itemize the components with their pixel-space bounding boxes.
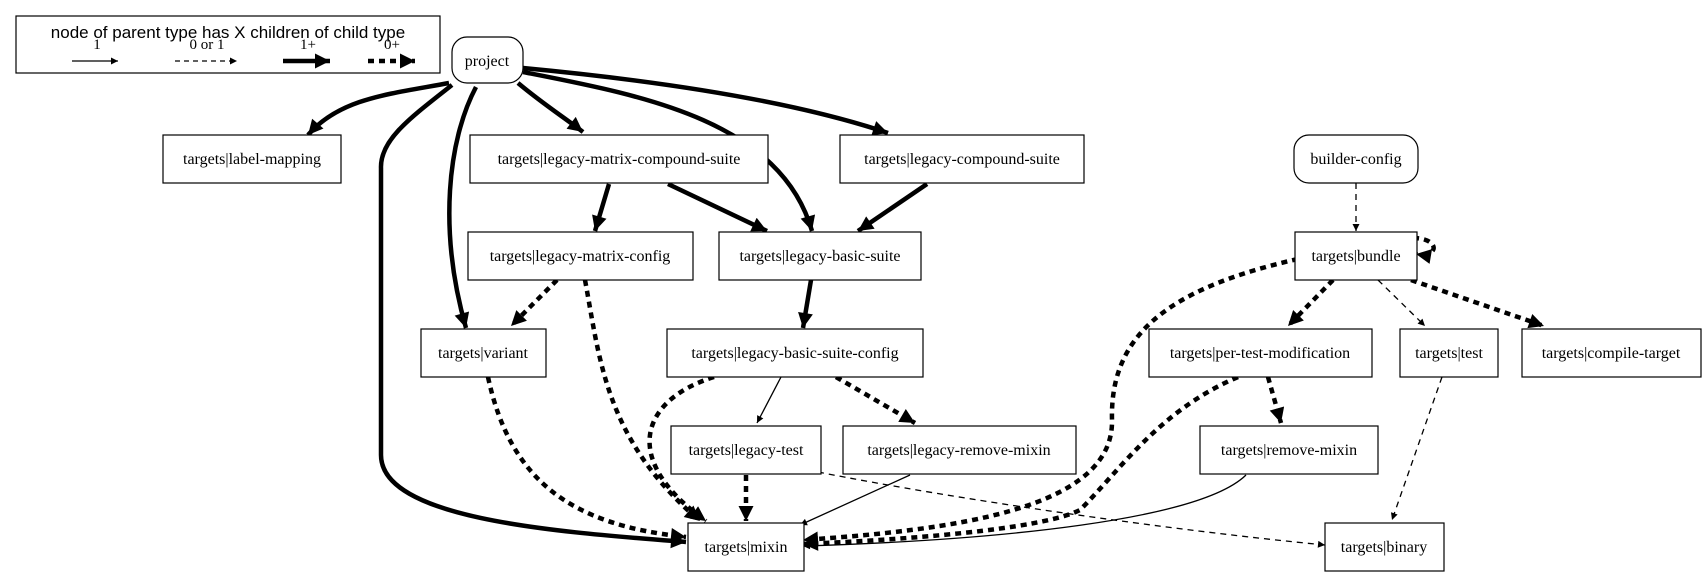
node-legacy-basic-suite-config: targets|legacy-basic-suite-config — [666, 328, 924, 378]
node-remove-mixin: targets|remove-mixin — [1199, 425, 1379, 475]
node-legacy-matrix-compound-suite: targets|legacy-matrix-compound-suite — [469, 134, 769, 184]
node-mixin: targets|mixin — [687, 522, 805, 572]
nodes: project targets|label-mapping targets|le… — [162, 36, 1702, 572]
node-test: targets|test — [1399, 328, 1499, 378]
edge-legacy-matrix-compound-suite-to-legacy-basic-suite — [667, 181, 768, 234]
node-legacy-remove-mixin: targets|legacy-remove-mixin — [842, 425, 1077, 475]
edges — [306, 65, 1545, 551]
edge-project-to-legacy-basic-suite — [522, 69, 816, 232]
legend-box — [15, 15, 441, 74]
legend-item-zero-plus: 0+ — [368, 37, 415, 69]
edge-bundle-to-compile-target — [1410, 277, 1545, 329]
node-legacy-compound-suite-label: targets|legacy-compound-suite — [864, 151, 1060, 168]
edge-project-to-legacy-matrix-compound-suite — [516, 81, 585, 134]
edge-bundle-to-bundle — [1412, 235, 1436, 264]
legend-label-zero-or-one: 0 or 1 — [190, 37, 225, 53]
legend-label-zero-plus: 0+ — [384, 37, 400, 53]
node-legacy-matrix-config-label: targets|legacy-matrix-config — [490, 248, 671, 265]
edge-project-to-mixin — [378, 83, 687, 549]
edge-legacy-compound-suite-to-legacy-basic-suite — [856, 182, 929, 233]
edge-test-to-binary — [1391, 376, 1443, 521]
node-binary-label: targets|binary — [1341, 539, 1427, 556]
edge-legacy-basic-suite-config-to-legacy-remove-mixin — [834, 375, 917, 425]
node-bundle-label: targets|bundle — [1311, 248, 1400, 265]
edge-legacy-basic-suite-config-to-legacy-test — [756, 376, 782, 424]
node-compile-target: targets|compile-target — [1521, 328, 1702, 378]
edge-legacy-matrix-config-to-mixin — [582, 279, 702, 523]
edge-project-to-variant — [447, 85, 478, 329]
node-builder-config-label: builder-config — [1310, 151, 1401, 168]
node-legacy-matrix-compound-suite-label: targets|legacy-matrix-compound-suite — [498, 151, 741, 168]
node-mixin-label: targets|mixin — [705, 539, 788, 556]
edge-legacy-matrix-compound-suite-to-legacy-matrix-config — [592, 183, 612, 232]
edge-legacy-basic-suite-config-to-mixin — [647, 374, 715, 523]
edge-bundle-to-mixin — [802, 256, 1299, 547]
node-compile-target-label: targets|compile-target — [1542, 345, 1681, 362]
node-binary: targets|binary — [1324, 522, 1445, 572]
node-label-mapping: targets|label-mapping — [162, 134, 342, 184]
edge-bundle-to-test — [1377, 279, 1426, 327]
node-project: project — [451, 36, 524, 84]
node-per-test-modification-label: targets|per-test-modification — [1170, 345, 1350, 362]
node-legacy-basic-suite-label: targets|legacy-basic-suite — [739, 248, 900, 265]
edge-remove-mixin-to-mixin — [802, 474, 1247, 550]
node-legacy-basic-suite-config-label: targets|legacy-basic-suite-config — [691, 345, 898, 362]
node-legacy-test: targets|legacy-test — [670, 425, 822, 475]
legend-item-one: 1 — [72, 37, 118, 65]
node-bundle: targets|bundle — [1294, 231, 1418, 281]
legend-title: node of parent type has X children of ch… — [51, 23, 405, 42]
edge-per-test-modification-to-mixin — [802, 374, 1239, 551]
node-legacy-matrix-config: targets|legacy-matrix-config — [467, 231, 694, 281]
node-builder-config: builder-config — [1293, 134, 1419, 184]
node-legacy-compound-suite: targets|legacy-compound-suite — [839, 134, 1085, 184]
legend-label-one-plus: 1+ — [300, 37, 316, 53]
node-legacy-basic-suite: targets|legacy-basic-suite — [718, 231, 922, 281]
node-label-mapping-label: targets|label-mapping — [183, 151, 321, 168]
node-project-label: project — [465, 53, 510, 70]
node-variant-label: targets|variant — [438, 345, 529, 362]
edge-legacy-test-to-binary — [817, 471, 1326, 548]
node-legacy-test-label: targets|legacy-test — [689, 442, 804, 459]
edge-variant-to-mixin — [485, 376, 687, 543]
legend-label-one: 1 — [93, 37, 101, 53]
edge-legacy-matrix-config-to-variant — [509, 278, 559, 328]
legend-item-zero-or-one: 0 or 1 — [175, 37, 237, 65]
node-test-label: targets|test — [1415, 345, 1483, 362]
edge-legacy-remove-mixin-to-mixin — [799, 474, 911, 526]
edge-project-to-legacy-compound-suite — [522, 65, 889, 136]
node-legacy-remove-mixin-label: targets|legacy-remove-mixin — [867, 442, 1050, 459]
legend-item-one-plus: 1+ — [283, 37, 330, 69]
node-remove-mixin-label: targets|remove-mixin — [1221, 442, 1357, 459]
edge-per-test-modification-to-remove-mixin — [1265, 376, 1285, 424]
edge-bundle-to-per-test-modification — [1286, 278, 1335, 328]
node-variant: targets|variant — [420, 328, 547, 378]
edge-legacy-basic-suite-to-legacy-basic-suite-config — [798, 279, 814, 329]
node-per-test-modification: targets|per-test-modification — [1148, 328, 1373, 378]
legend: node of parent type has X children of ch… — [15, 15, 441, 74]
edge-project-to-label-mapping — [306, 80, 450, 137]
